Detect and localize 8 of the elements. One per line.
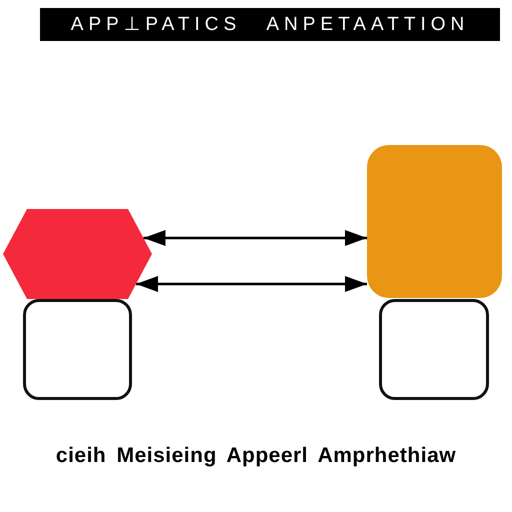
double-arrow	[136, 276, 367, 292]
title-banner: APP⊥PATICS ANPETAATTION	[40, 8, 500, 41]
double-arrow	[143, 230, 367, 246]
hexagon-shape	[3, 209, 152, 299]
rounded-box	[367, 145, 502, 298]
rounded-box	[23, 299, 132, 400]
rounded-box	[379, 299, 489, 400]
caption: cieih Meisieing Appeerl Amprhethiaw	[54, 444, 458, 468]
